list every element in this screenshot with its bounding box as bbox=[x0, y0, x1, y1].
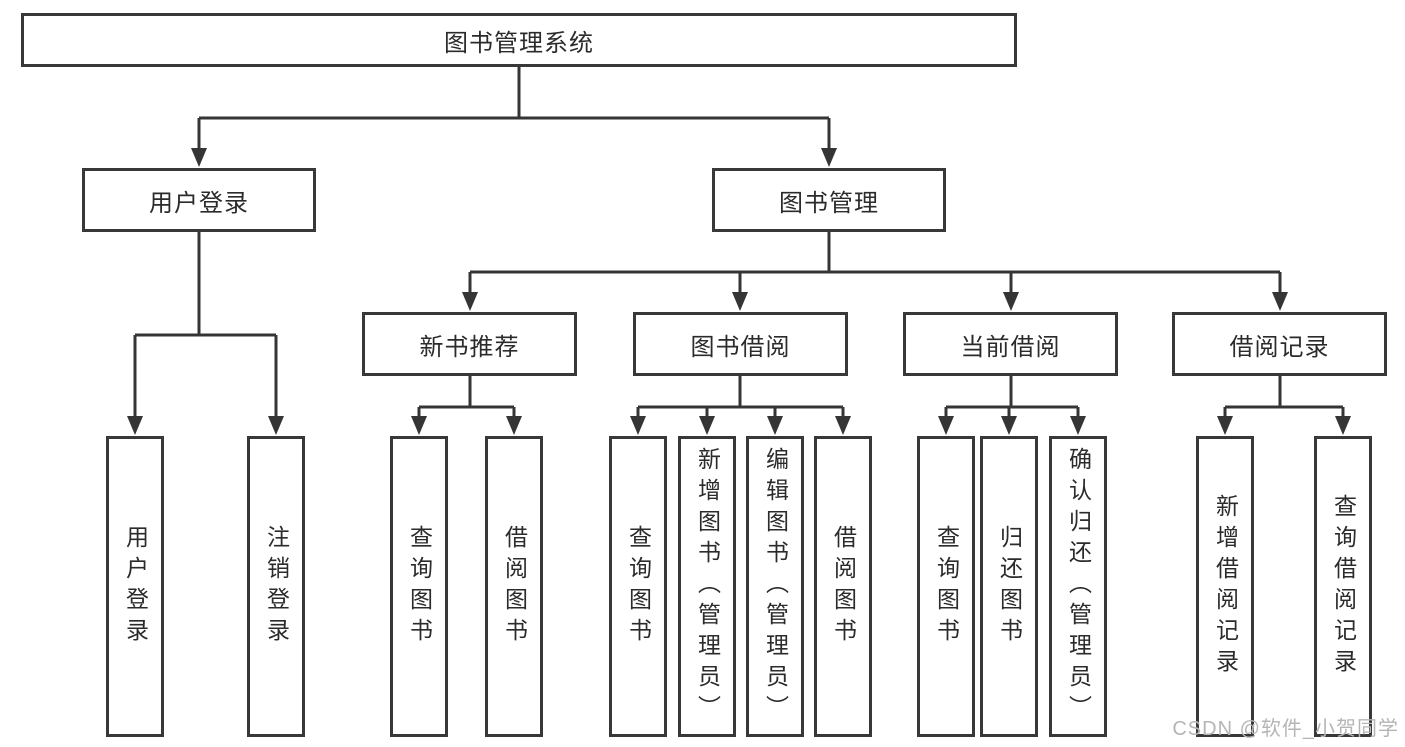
connector-line bbox=[1223, 376, 1345, 419]
leaf-add-books-admin: 新增图书（管理员） bbox=[678, 436, 736, 737]
node-book-management: 图书管理 bbox=[712, 168, 946, 232]
arrowhead-down-icon bbox=[767, 416, 783, 435]
arrowhead-down-icon bbox=[1272, 292, 1288, 311]
arrowhead-down-icon bbox=[268, 416, 284, 435]
connector-current-to-leaves bbox=[938, 376, 1086, 435]
connector-bookmgmt-to-level2 bbox=[462, 232, 1288, 311]
leaf-query-borrow-record: 查询借阅记录 bbox=[1314, 436, 1372, 737]
leaf-logout: 注销登录 bbox=[247, 436, 305, 737]
leaf-borrow-books: 借阅图书 bbox=[814, 436, 872, 737]
leaf-query-books-current: 查询图书 bbox=[917, 436, 975, 737]
arrowhead-down-icon bbox=[732, 292, 748, 311]
connector-line bbox=[944, 376, 1080, 419]
connector-root-to-level1 bbox=[191, 67, 837, 167]
arrowhead-down-icon bbox=[630, 416, 646, 435]
arrowhead-down-icon bbox=[191, 148, 207, 167]
arrowhead-down-icon bbox=[462, 292, 478, 311]
connector-newbook-to-leaves bbox=[411, 376, 522, 435]
arrowhead-down-icon bbox=[1003, 292, 1019, 311]
leaf-confirm-return-admin: 确认归还（管理员） bbox=[1049, 436, 1107, 737]
leaf-add-borrow-record: 新增借阅记录 bbox=[1196, 436, 1254, 737]
node-borrowing-records: 借阅记录 bbox=[1172, 312, 1387, 376]
connector-line bbox=[636, 376, 845, 419]
connector-userlogin-to-leaves bbox=[127, 232, 284, 435]
leaf-user-login: 用户登录 bbox=[106, 436, 164, 737]
node-book-borrowing: 图书借阅 bbox=[633, 312, 848, 376]
arrowhead-down-icon bbox=[835, 416, 851, 435]
connector-line bbox=[133, 232, 278, 418]
node-new-book-recommend: 新书推荐 bbox=[362, 312, 577, 376]
arrowhead-down-icon bbox=[1335, 416, 1351, 435]
arrowhead-down-icon bbox=[1070, 416, 1086, 435]
arrowhead-down-icon bbox=[411, 416, 427, 435]
arrowhead-down-icon bbox=[821, 148, 837, 167]
leaf-query-books-borrow: 查询图书 bbox=[609, 436, 667, 737]
node-user-login: 用户登录 bbox=[82, 168, 316, 232]
leaf-borrow-books-recommend: 借阅图书 bbox=[485, 436, 543, 737]
node-current-borrowing: 当前借阅 bbox=[903, 312, 1118, 376]
leaf-query-books-recommend: 查询图书 bbox=[390, 436, 448, 737]
node-library-management-system: 图书管理系统 bbox=[21, 13, 1017, 67]
leaf-return-books: 归还图书 bbox=[980, 436, 1038, 737]
arrowhead-down-icon bbox=[127, 416, 143, 435]
leaf-edit-books-admin: 编辑图书（管理员） bbox=[746, 436, 804, 737]
connector-line bbox=[197, 67, 831, 150]
arrowhead-down-icon bbox=[1217, 416, 1233, 435]
arrowhead-down-icon bbox=[938, 416, 954, 435]
arrowhead-down-icon bbox=[506, 416, 522, 435]
arrowhead-down-icon bbox=[699, 416, 715, 435]
arrowhead-down-icon bbox=[1001, 416, 1017, 435]
connector-line bbox=[468, 232, 1282, 295]
connector-borrow-to-leaves bbox=[630, 376, 851, 435]
csdn-watermark: CSDN @软件_小贺同学 bbox=[1172, 718, 1399, 740]
connector-record-to-leaves bbox=[1217, 376, 1351, 435]
connector-line bbox=[417, 376, 516, 419]
